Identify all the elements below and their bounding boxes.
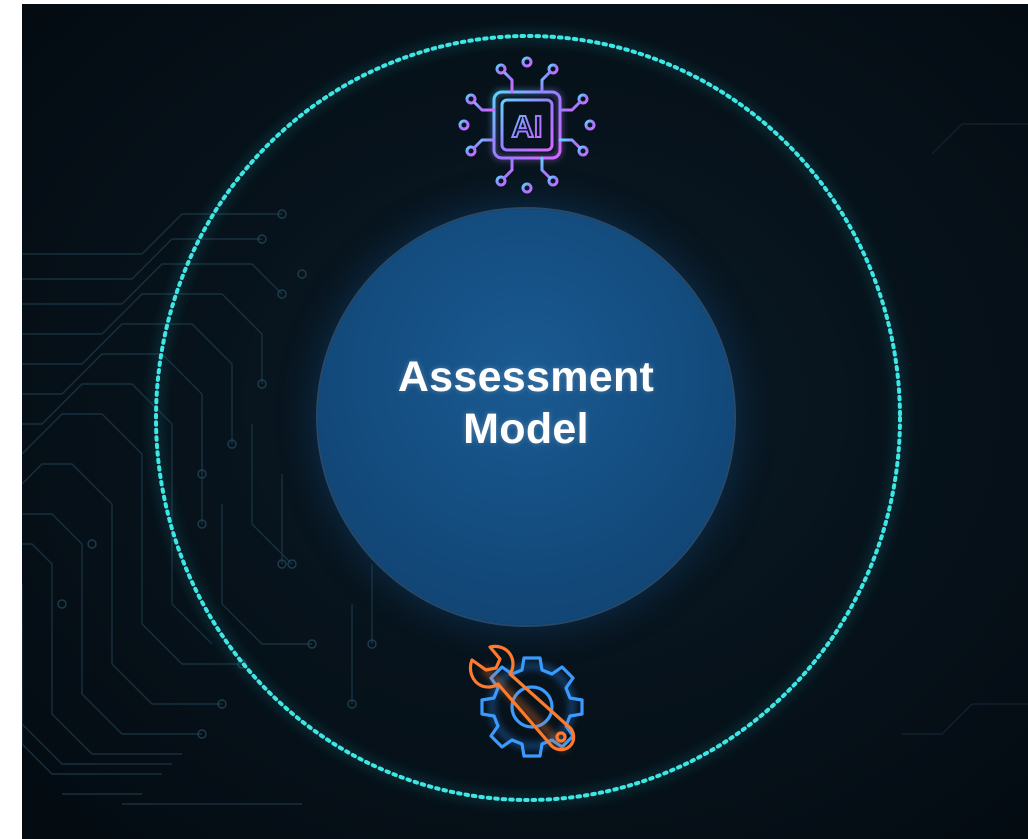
diagram-canvas: Assessment Model xyxy=(22,4,1028,839)
ai-chip-icon: AI xyxy=(458,56,596,194)
wrench-gear-icon xyxy=(468,644,584,758)
circuit-board-background xyxy=(22,123,1028,805)
center-label: Assessment Model xyxy=(397,353,655,453)
orbit-ring xyxy=(151,31,905,805)
ai-chip-label: AI xyxy=(512,109,543,144)
assessment-model-node: Assessment Model xyxy=(318,209,734,625)
